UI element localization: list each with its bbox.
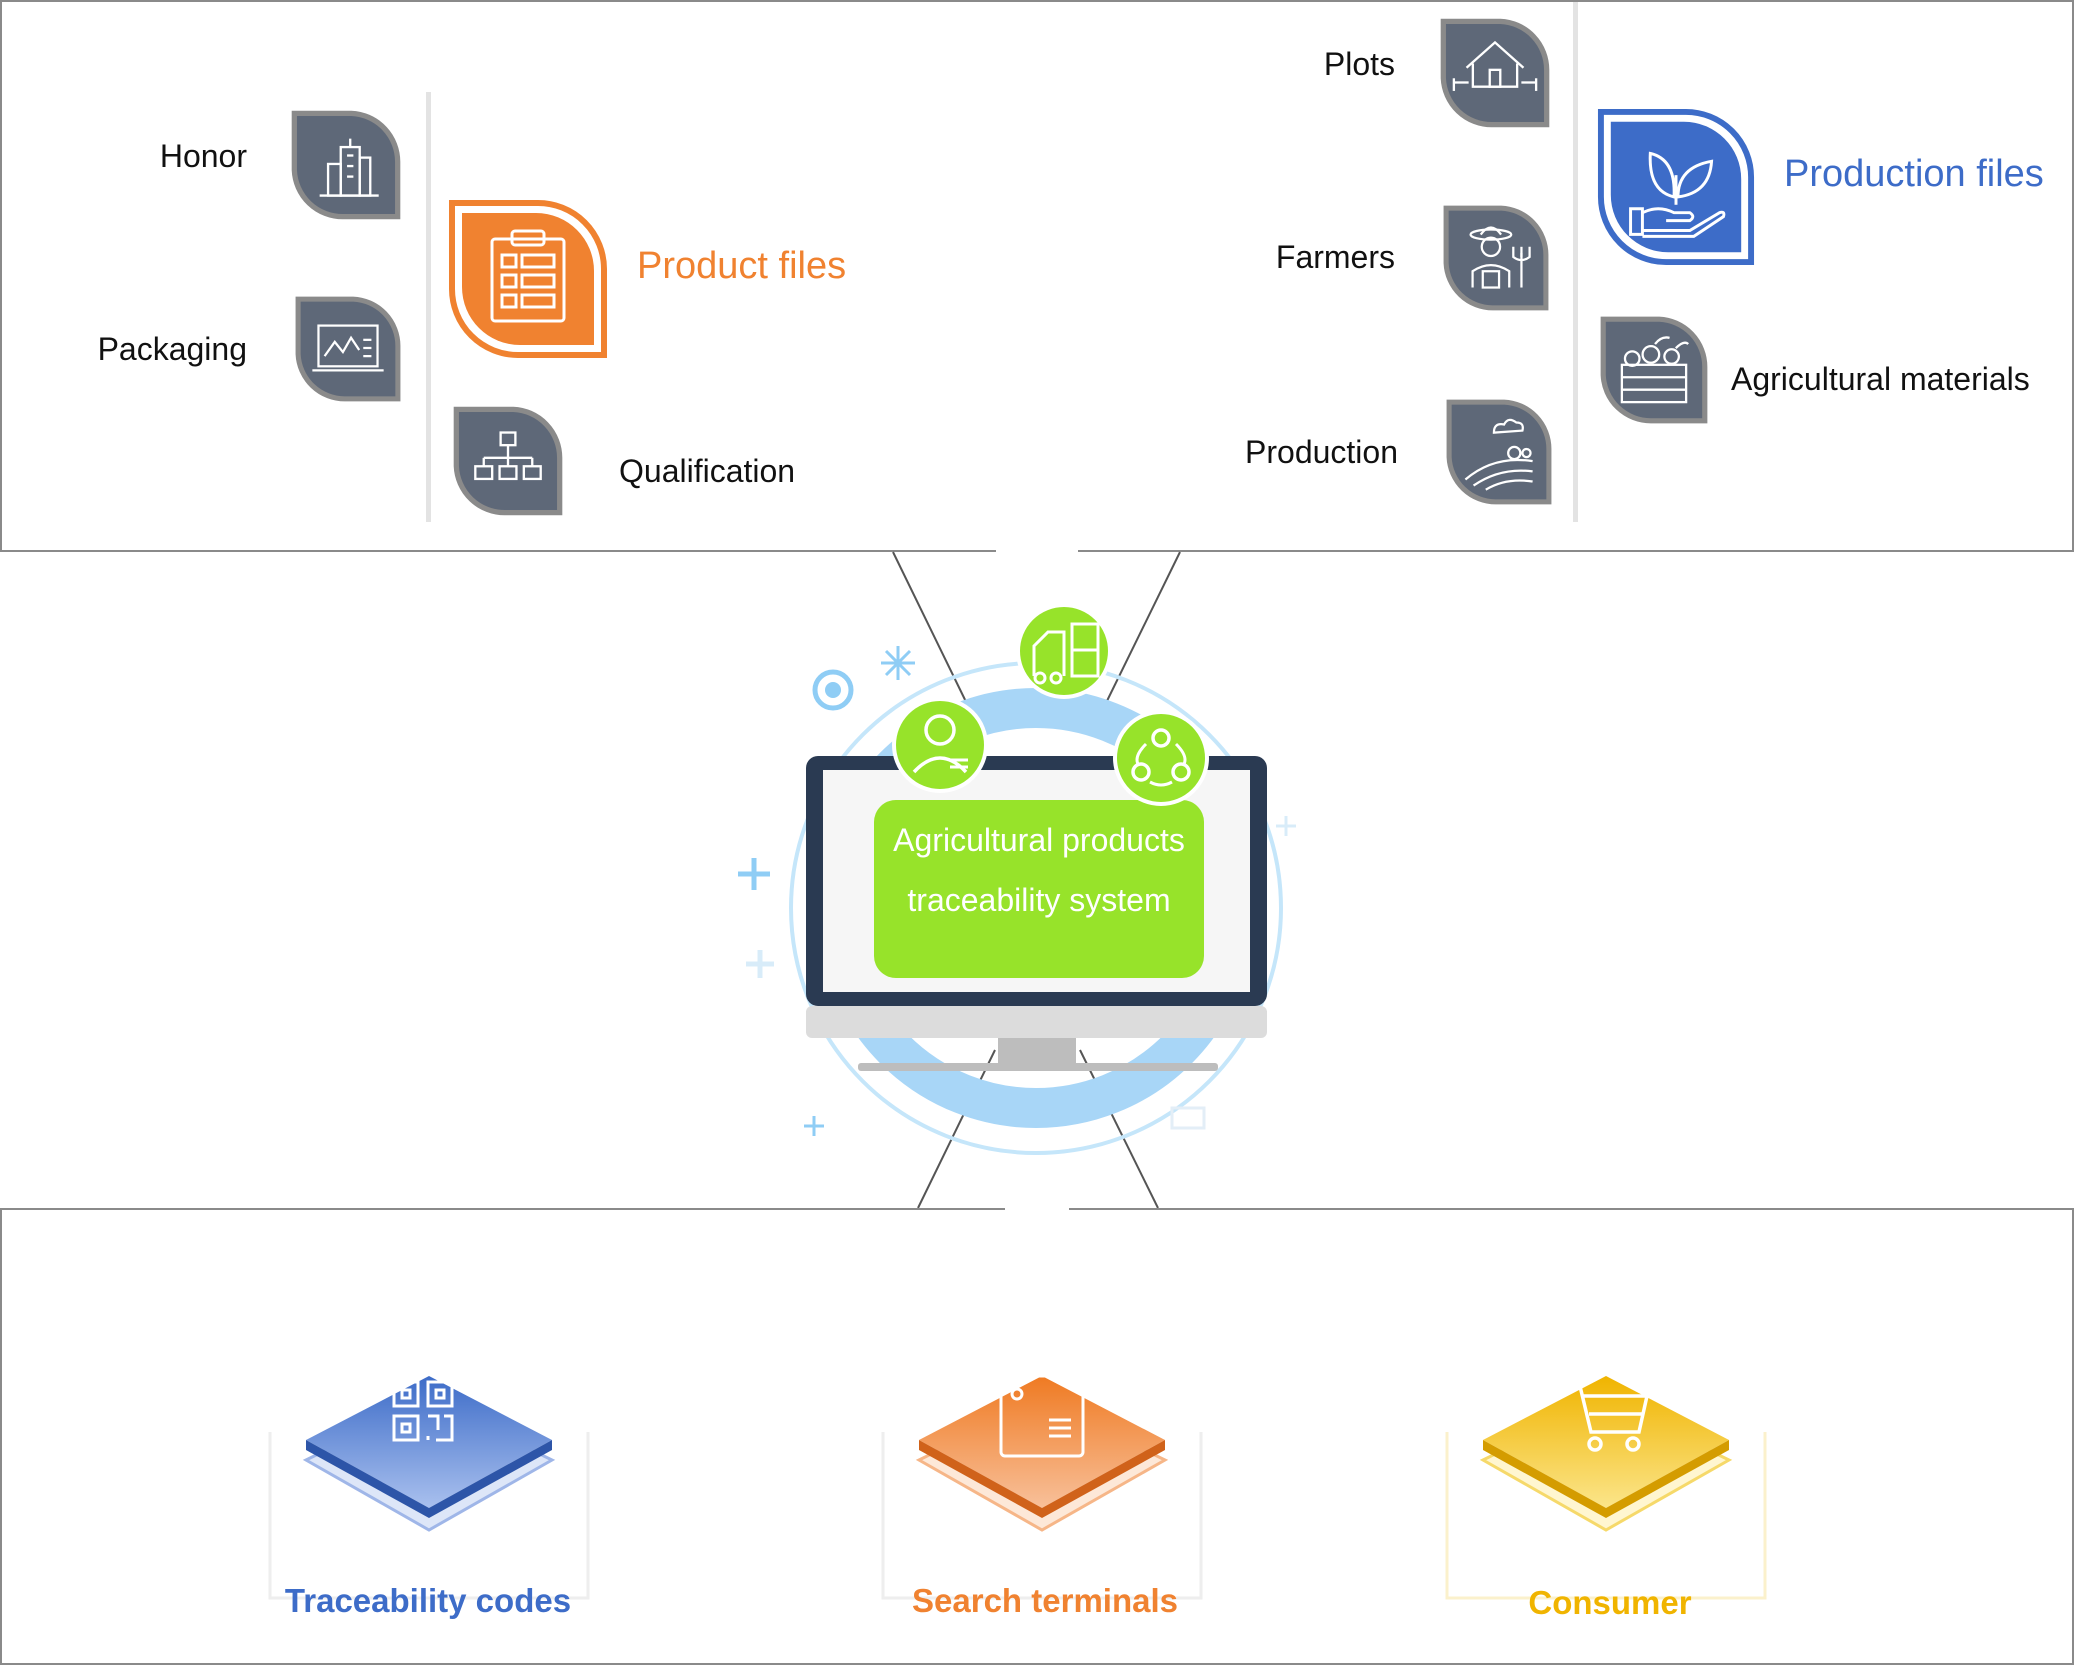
- consumer-label: Consumer: [1528, 1584, 1692, 1621]
- honor-building-icon: [288, 106, 404, 224]
- user-badge-icon: [892, 697, 988, 793]
- production-field-icon: [1443, 396, 1555, 508]
- packaging-screen-icon: [292, 292, 404, 406]
- qualification-org-chart-icon: [450, 403, 566, 519]
- agricultural-materials-crate-icon: [1597, 313, 1711, 427]
- top-panel-gap: [996, 549, 1078, 555]
- farmer-icon: [1440, 202, 1552, 314]
- left-divider: [426, 92, 431, 522]
- bottom-panel-gap: [1005, 1206, 1069, 1212]
- agricultural-materials-label: Agricultural materials: [1731, 361, 2030, 397]
- connector-line-bottom-right: [1079, 1049, 1159, 1209]
- system-title: Agricultural products traceability syste…: [893, 822, 1185, 918]
- production-files-title: Production files: [1784, 153, 2044, 195]
- search-terminals-terminal-icon: [879, 1340, 1205, 1610]
- product-files-clipboard-icon: [446, 197, 610, 361]
- logistics-badge-icon: [1016, 603, 1112, 699]
- sparkle-icon: [881, 646, 915, 680]
- connector-line-top-left: [892, 551, 971, 711]
- packaging-label: Packaging: [97, 331, 247, 367]
- share-badge-icon: [1113, 710, 1209, 806]
- traceability-codes-label: Traceability codes: [284, 1582, 572, 1619]
- connector-line-top-right: [1104, 551, 1181, 706]
- production-files-plant-hand-icon: [1595, 106, 1757, 268]
- connector-line-bottom-left: [917, 1049, 996, 1209]
- product-files-title: Product files: [637, 245, 847, 287]
- qualification-label: Qualification: [619, 453, 796, 489]
- top-panel: [0, 0, 2074, 552]
- farmers-label: Farmers: [1275, 239, 1395, 275]
- right-divider: [1573, 2, 1578, 522]
- traceability-codes-qr-code-icon: [266, 1340, 592, 1610]
- search-terminals-label: Search terminals: [912, 1582, 1178, 1619]
- plots-house-icon: [1437, 15, 1553, 131]
- plots-label: Plots: [1323, 46, 1395, 82]
- honor-label: Honor: [159, 138, 247, 174]
- monitor-icon: [806, 756, 1267, 1071]
- production-label: Production: [1245, 434, 1398, 470]
- consumer-cart-icon: [1443, 1340, 1769, 1610]
- deco-circle: [812, 669, 854, 711]
- plus-deco-icon: [738, 858, 770, 890]
